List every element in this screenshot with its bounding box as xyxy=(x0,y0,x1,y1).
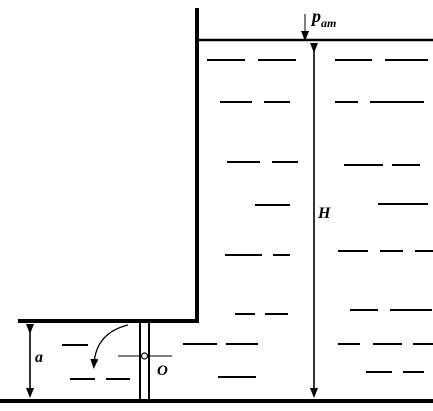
rotation-arrow xyxy=(90,324,129,369)
hinge-label: O xyxy=(157,363,168,379)
pressure-label: pam xyxy=(310,6,336,30)
dimension-a-label: a xyxy=(35,349,43,366)
water-hatch-marks xyxy=(62,59,433,380)
hinge-point-marker xyxy=(140,352,149,360)
dimension-h-label: H xyxy=(317,205,331,222)
gate xyxy=(139,321,150,400)
